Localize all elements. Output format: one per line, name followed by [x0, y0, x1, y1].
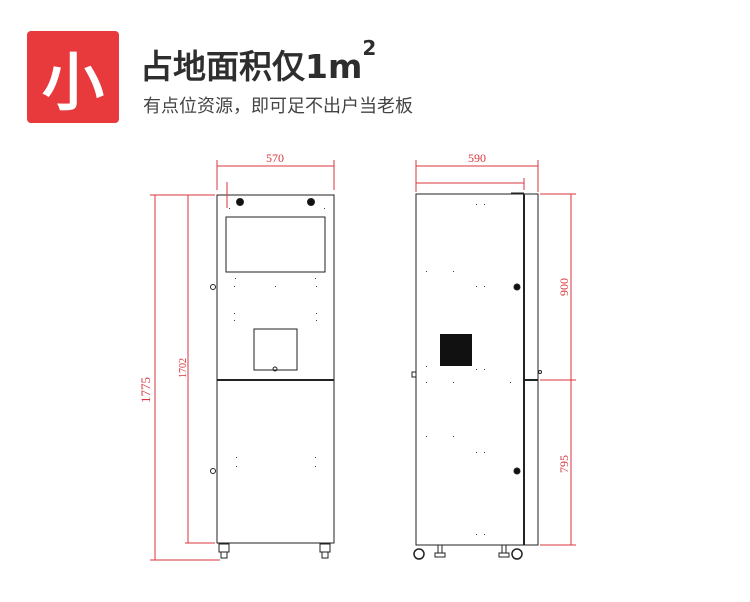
front-screw-dots	[229, 208, 325, 467]
side-view	[411, 192, 542, 560]
side-depth-label: 590	[468, 151, 486, 165]
side-dimension-lines	[415, 160, 576, 546]
subtitle: 有点位资源，即可足不出户当老板	[143, 96, 413, 117]
badge-text: 小	[41, 46, 104, 119]
front-view	[210, 194, 335, 559]
page-title: 占地面积仅1m2	[140, 36, 376, 88]
title-superscript: 2	[362, 36, 377, 60]
side-door-panel	[523, 193, 539, 546]
front-total-height-label: 1775	[138, 377, 153, 403]
front-hinge-upper	[210, 284, 216, 290]
front-cabinet-body	[216, 194, 335, 544]
title-text: 占地面积仅1m	[140, 47, 363, 86]
front-payment-box	[253, 328, 298, 371]
front-top-hole-right	[307, 198, 315, 206]
front-width-label: 570	[266, 151, 284, 165]
side-screw-dots	[426, 204, 511, 535]
side-lock-lower	[513, 467, 521, 475]
side-door-handle	[538, 370, 542, 374]
side-lower-height-label: 795	[557, 455, 571, 473]
side-vent-grille	[440, 334, 472, 366]
badge-small: 小	[27, 31, 119, 123]
front-hinge-lower	[210, 468, 216, 474]
front-top-hole-left	[236, 198, 244, 206]
front-body-height-label: 1702	[178, 358, 189, 378]
front-screen	[225, 216, 326, 273]
side-cabinet-body	[415, 193, 525, 546]
side-upper-height-label: 900	[557, 278, 571, 296]
front-box-knob	[272, 366, 278, 372]
side-casters	[413, 544, 523, 560]
side-lock-upper	[513, 283, 521, 291]
side-back-tab	[411, 371, 417, 378]
front-feet	[218, 543, 331, 559]
front-dimension-lines	[150, 160, 335, 561]
